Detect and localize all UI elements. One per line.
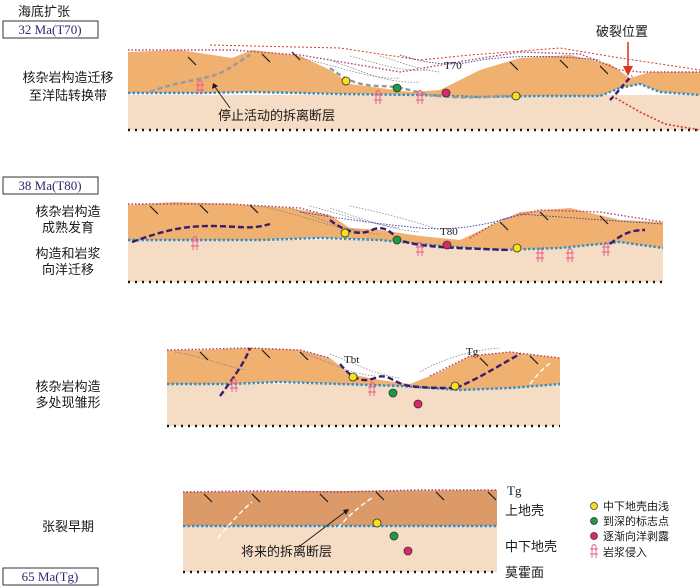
stage1-desc-line2: 至洋陆转换带 <box>29 88 107 104</box>
marker-yellow-65ma <box>372 518 382 528</box>
oceanic-edge-32ma <box>611 95 700 131</box>
legend-intrusion-icon <box>589 544 599 559</box>
purple-dots-32ma <box>399 54 601 65</box>
stage-3: Tbt Tg 核杂岩构造 多处现雏形 <box>35 346 561 428</box>
fault-ticks-32ma <box>187 51 609 75</box>
upper-crust-label: 上地壳 <box>505 504 544 519</box>
legend-marker-red <box>590 532 598 540</box>
detachment-38ma <box>131 219 646 252</box>
mid-lower-crust-label: 中下地壳 <box>505 540 557 555</box>
marker-red-stage3 <box>413 399 423 409</box>
marker-yellow-stage3 <box>348 372 358 382</box>
legend-marker-green <box>590 517 598 525</box>
age-label-32ma: 32 Ma(T70) <box>18 22 81 37</box>
age-box-32ma <box>2 20 99 39</box>
marker-yellow-38ma <box>340 228 350 238</box>
stage-38ma: 38 Ma(T80) T80 核杂岩构造 成熟发育 构造和岩浆 向洋迁移 <box>2 176 664 284</box>
seafloor-stage3 <box>166 347 561 377</box>
legend-text-1: 中下地壳由浅 <box>603 499 669 513</box>
marker-yellow2-38ma <box>512 243 522 253</box>
breakup-fault-32ma <box>609 75 633 101</box>
stage4-desc: 张裂早期 <box>42 520 94 535</box>
stage-65ma: 将来的拆离断层 张裂早期 65 Ma(Tg) Tg 上地壳 中下地壳 莫霍面 <box>2 483 557 586</box>
upper-crust-32ma <box>128 50 700 97</box>
stage1-desc-line1: 核杂岩构造迁移 <box>22 71 113 86</box>
inactive-detachment-label: 停止活动的拆离断层 <box>218 108 335 124</box>
marker-green-stage3 <box>388 388 398 398</box>
upper-crust-38ma <box>128 202 663 250</box>
stage3-desc-line1: 核杂岩构造 <box>35 380 100 395</box>
breakup-label: 破裂位置 <box>596 25 648 40</box>
stage2-desc-line2: 成熟发育 <box>42 220 94 236</box>
upper-crust-65ma <box>183 490 497 526</box>
legend: 中下地壳由浅 到深的标志点 逐渐向洋剥露 岩浆侵入 <box>589 499 669 559</box>
marker-yellow2-32ma <box>511 91 521 101</box>
inactive-detachment-32ma <box>149 53 520 99</box>
age-box-38ma <box>2 176 99 195</box>
horizon-label-tg-stage3: Tg <box>466 346 479 358</box>
stage2-desc2-line2: 向洋迁移 <box>42 262 94 278</box>
legend-marker-yellow <box>590 502 598 510</box>
stage-32ma: 32 Ma(T70) T70 核杂岩构造迁移 至洋陆转换带 破裂位置 停止活动的… <box>2 20 700 132</box>
purple-dots-38ma <box>299 211 664 230</box>
marker-red-65ma <box>403 546 413 556</box>
stage2-desc2-line1: 构造和岩浆 <box>35 247 100 262</box>
horizon-label-t70: T70 <box>444 60 462 72</box>
breakup-arrowhead <box>623 66 633 76</box>
lower-crust-65ma <box>183 526 497 572</box>
future-detachment-stage3 <box>529 361 553 385</box>
age-box-65ma <box>2 567 99 586</box>
tg-label-65ma: Tg <box>507 483 522 498</box>
fault-ticks-65ma <box>203 491 497 503</box>
fault-ticks-38ma <box>149 204 609 231</box>
fault-ticks-stage3 <box>199 349 539 367</box>
future-detachment-65ma-b <box>337 497 373 529</box>
lower-crust-stage3 <box>167 384 560 426</box>
moho-label: 莫霍面 <box>505 566 544 581</box>
stage2-desc-line1: 核杂岩构造 <box>35 205 100 220</box>
future-detachment-arrowhead <box>343 509 349 515</box>
marker-yellow2-stage3 <box>450 381 460 391</box>
marker-red-32ma <box>441 88 451 98</box>
horizon-label-tbt: Tbt <box>344 354 359 366</box>
layer-dots-38ma <box>259 205 441 235</box>
tg-horizon-65ma <box>182 489 497 493</box>
t70-horizon <box>209 44 700 71</box>
lower-crust-38ma <box>128 240 663 282</box>
marker-green-32ma <box>392 83 402 93</box>
stage3-desc-line2: 多处现雏形 <box>35 395 100 411</box>
legend-text-2: 到深的标志点 <box>603 514 669 528</box>
legend-text-3: 逐渐向洋剥露 <box>603 529 669 543</box>
inactive-detachment-pointer <box>214 86 231 109</box>
seafloor-38ma <box>128 203 664 239</box>
layer-dots-32ma <box>299 55 441 83</box>
inactive-detachment-arrowhead <box>212 83 218 89</box>
seafloor-spreading-label: 海底扩张 <box>18 4 70 20</box>
layer-dots-stage3 <box>174 347 501 379</box>
marker-red-38ma <box>442 240 452 250</box>
legend-text-intrusion: 岩浆侵入 <box>603 545 647 559</box>
future-detachment-65ma-a <box>217 501 253 539</box>
horizon-label-t80: T80 <box>440 226 458 238</box>
upper-crust-stage3 <box>167 348 560 390</box>
age-label-38ma: 38 Ma(T80) <box>18 178 81 193</box>
lower-crust-32ma <box>128 95 700 130</box>
future-detachment-pointer <box>299 511 346 547</box>
age-label-65ma: 65 Ma(Tg) <box>22 569 79 584</box>
marker-yellow-32ma <box>341 76 351 86</box>
marker-green-65ma <box>389 531 399 541</box>
future-detachment-label: 将来的拆离断层 <box>241 544 332 560</box>
marker-green-38ma <box>392 235 402 245</box>
